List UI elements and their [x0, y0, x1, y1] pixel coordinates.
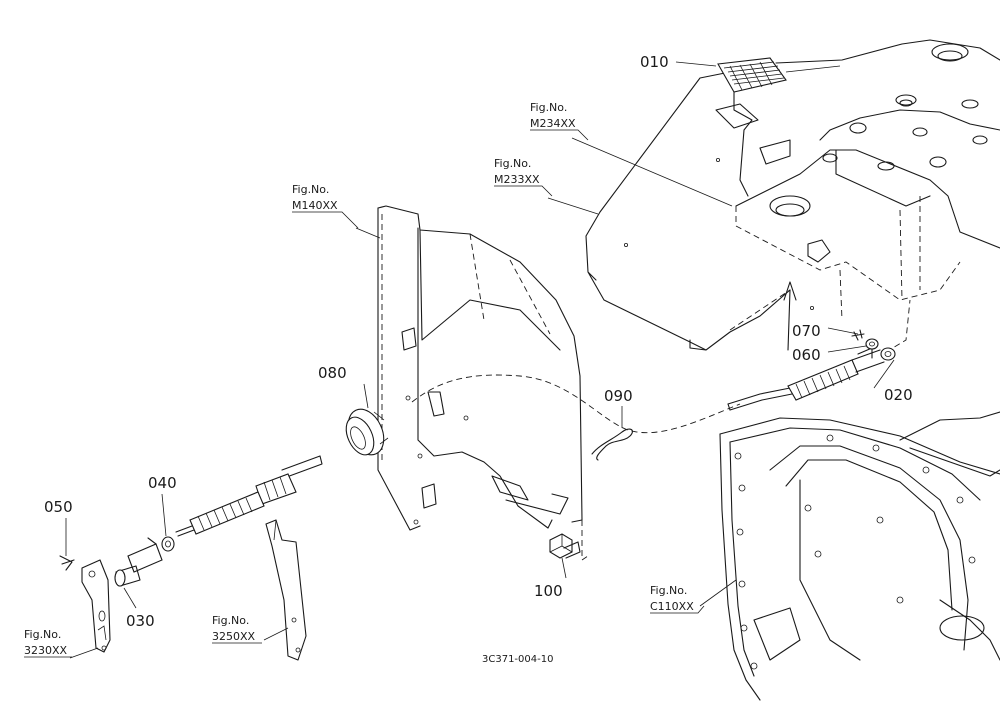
svg-text:M140XX: M140XX — [292, 199, 338, 212]
svg-text:M233XX: M233XX — [494, 173, 540, 186]
pin-070 — [851, 329, 865, 341]
fig-ref-3250: Fig.No. 3250XX — [212, 614, 262, 644]
floor-plate-assembly — [585, 39, 1000, 351]
fig-ref-c110: Fig.No. C110XX — [650, 584, 705, 614]
svg-text:3230XX: 3230XX — [24, 644, 68, 657]
label-070: 070 — [792, 322, 821, 340]
cable-assembly-020 — [727, 347, 896, 411]
svg-text:C110XX: C110XX — [650, 600, 694, 613]
inner-cable-assembly — [175, 455, 323, 537]
svg-text:Fig.No.: Fig.No. — [494, 157, 531, 170]
clevis-030 — [114, 537, 163, 587]
svg-text:Fig.No.: Fig.No. — [650, 584, 687, 597]
label-030: 030 — [126, 612, 155, 630]
label-080: 080 — [318, 364, 347, 382]
svg-text:Fig.No.: Fig.No. — [212, 614, 249, 627]
cable-spring-020 — [787, 359, 859, 401]
center-panel — [377, 205, 589, 561]
drawing-code: 3C371-004-10 — [482, 654, 553, 665]
clip-090 — [591, 428, 633, 461]
leader-lines — [65, 61, 895, 659]
svg-text:3250XX: 3250XX — [212, 630, 256, 643]
label-100: 100 — [534, 582, 563, 600]
washer-040 — [161, 536, 175, 552]
svg-text:M234XX: M234XX — [530, 117, 576, 130]
bolt-100 — [549, 533, 581, 559]
label-050: 050 — [44, 498, 73, 516]
transmission-housing — [719, 411, 1000, 701]
svg-text:Fig.No.: Fig.No. — [292, 183, 329, 196]
brake-pedal — [715, 57, 787, 197]
fig-ref-m233: Fig.No. M233XX — [494, 157, 553, 197]
fig-ref-m140: Fig.No. M140XX — [292, 183, 359, 229]
label-090: 090 — [604, 387, 633, 405]
figure-references: Fig.No. M234XX Fig.No. M233XX Fig.No. M1… — [24, 101, 705, 658]
pin-050 — [59, 555, 75, 571]
fig-ref-3230: Fig.No. 3230XX — [24, 628, 72, 658]
svg-text:Fig.No.: Fig.No. — [24, 628, 61, 641]
label-020: 020 — [884, 386, 913, 404]
fig-ref-m234: Fig.No. M234XX — [530, 101, 589, 141]
label-060: 060 — [792, 346, 821, 364]
nut-060 — [865, 338, 879, 350]
label-010: 010 — [640, 53, 669, 71]
lever-3250 — [265, 519, 307, 661]
part-labels: 010 020 030 040 050 060 070 080 090 100 — [44, 53, 913, 630]
svg-text:Fig.No.: Fig.No. — [530, 101, 567, 114]
lever-3230 — [81, 559, 111, 653]
grommet-080 — [345, 408, 389, 456]
label-040: 040 — [148, 474, 177, 492]
cable-route — [411, 281, 911, 434]
